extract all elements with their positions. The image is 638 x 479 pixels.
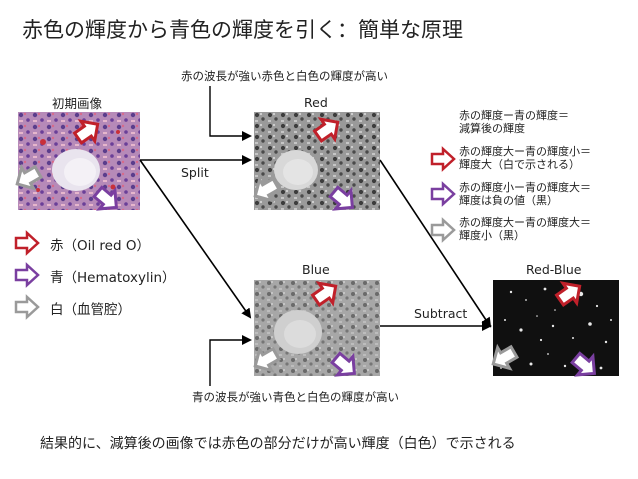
right-legend-gray-line1: 赤の輝度大ー青の輝度大＝ (459, 216, 591, 229)
legend-white-text: 白（血管腔） (50, 302, 131, 318)
right-legend-gray-arrow-icon (430, 217, 456, 243)
legend-gray-arrow-icon (14, 294, 40, 320)
conclusion-text: 結果的に、減算後の画像では赤色の部分だけが高い輝度（白色）で示される (40, 436, 516, 452)
right-legend-purple-line1: 赤の輝度小ー青の輝度大＝ (459, 181, 591, 194)
right-legend-header-line2: 減算後の輝度 (459, 121, 525, 135)
right-legend-red-line1: 赤の輝度大ー青の輝度小＝ (459, 145, 591, 158)
blue-note-connector (209, 335, 252, 386)
legend-blue-text: 青（Hematoxylin） (50, 270, 176, 286)
right-legend-red-arrow-icon (430, 146, 456, 172)
right-legend-header: 赤の輝度ー青の輝度＝ 減算後の輝度 (459, 109, 569, 135)
right-legend-purple-arrow-icon (430, 181, 456, 207)
right-legend-item-purple: 赤の輝度小ー青の輝度大＝ 輝度は負の値（黒） (459, 181, 591, 207)
legend-purple-arrow-icon (14, 262, 40, 288)
red-to-result-arrow (379, 159, 492, 328)
split-to-blue-arrow (139, 159, 252, 319)
red-note-connector (209, 86, 252, 141)
right-legend-header-line1: 赤の輝度ー青の輝度＝ (459, 109, 569, 122)
blue-image-label: Blue (302, 262, 330, 277)
red-blue-image-label: Red-Blue (526, 262, 582, 277)
right-legend-purple-line2: 輝度は負の値（黒） (459, 193, 558, 207)
initial-red-pointer-icon (72, 119, 100, 146)
right-legend-item-gray: 赤の輝度大ー青の輝度大＝ 輝度小（黒） (459, 216, 591, 242)
initial-blue-pointer-icon (92, 185, 119, 211)
initial-white-pointer-icon (15, 163, 44, 191)
right-legend-gray-line2: 輝度小（黒） (459, 228, 525, 242)
right-legend-item-red: 赤の輝度大ー青の輝度小＝ 輝度大（白で示される） (459, 145, 591, 171)
red-image-label: Red (304, 95, 328, 110)
legend-red-text: 赤（Oil red O） (50, 238, 150, 254)
legend-red-arrow-icon (14, 230, 40, 256)
split-label: Split (181, 165, 209, 180)
right-legend-red-line2: 輝度大（白で示される） (459, 157, 580, 171)
page-title: 赤色の輝度から青色の輝度を引く：簡単な原理 (22, 18, 463, 42)
subtract-label: Subtract (414, 306, 468, 321)
blue-wavelength-note: 青の波長が強い青色と白色の輝度が高い (192, 390, 399, 404)
initial-image-label: 初期画像 (52, 96, 103, 111)
red-wavelength-note: 赤の波長が強い赤色と白色の輝度が高い (181, 69, 388, 83)
initial-histology-image (18, 112, 140, 210)
